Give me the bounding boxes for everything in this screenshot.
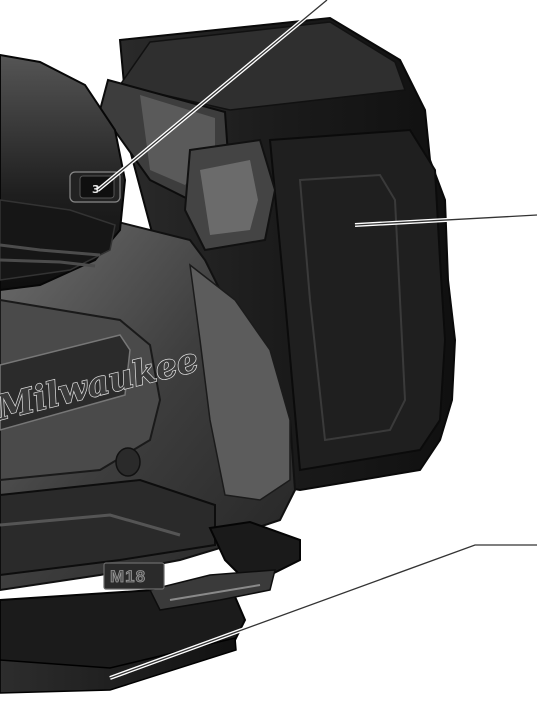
sanding-pad: M18	[0, 520, 301, 694]
top-dome: 3	[0, 53, 127, 292]
m18-logo-plate: M18	[103, 562, 165, 590]
callout-lines	[96, 0, 537, 680]
dial-setting: 3	[92, 183, 100, 196]
speed-dial[interactable]: 3	[69, 171, 121, 203]
m18-logo: M18	[110, 567, 146, 586]
